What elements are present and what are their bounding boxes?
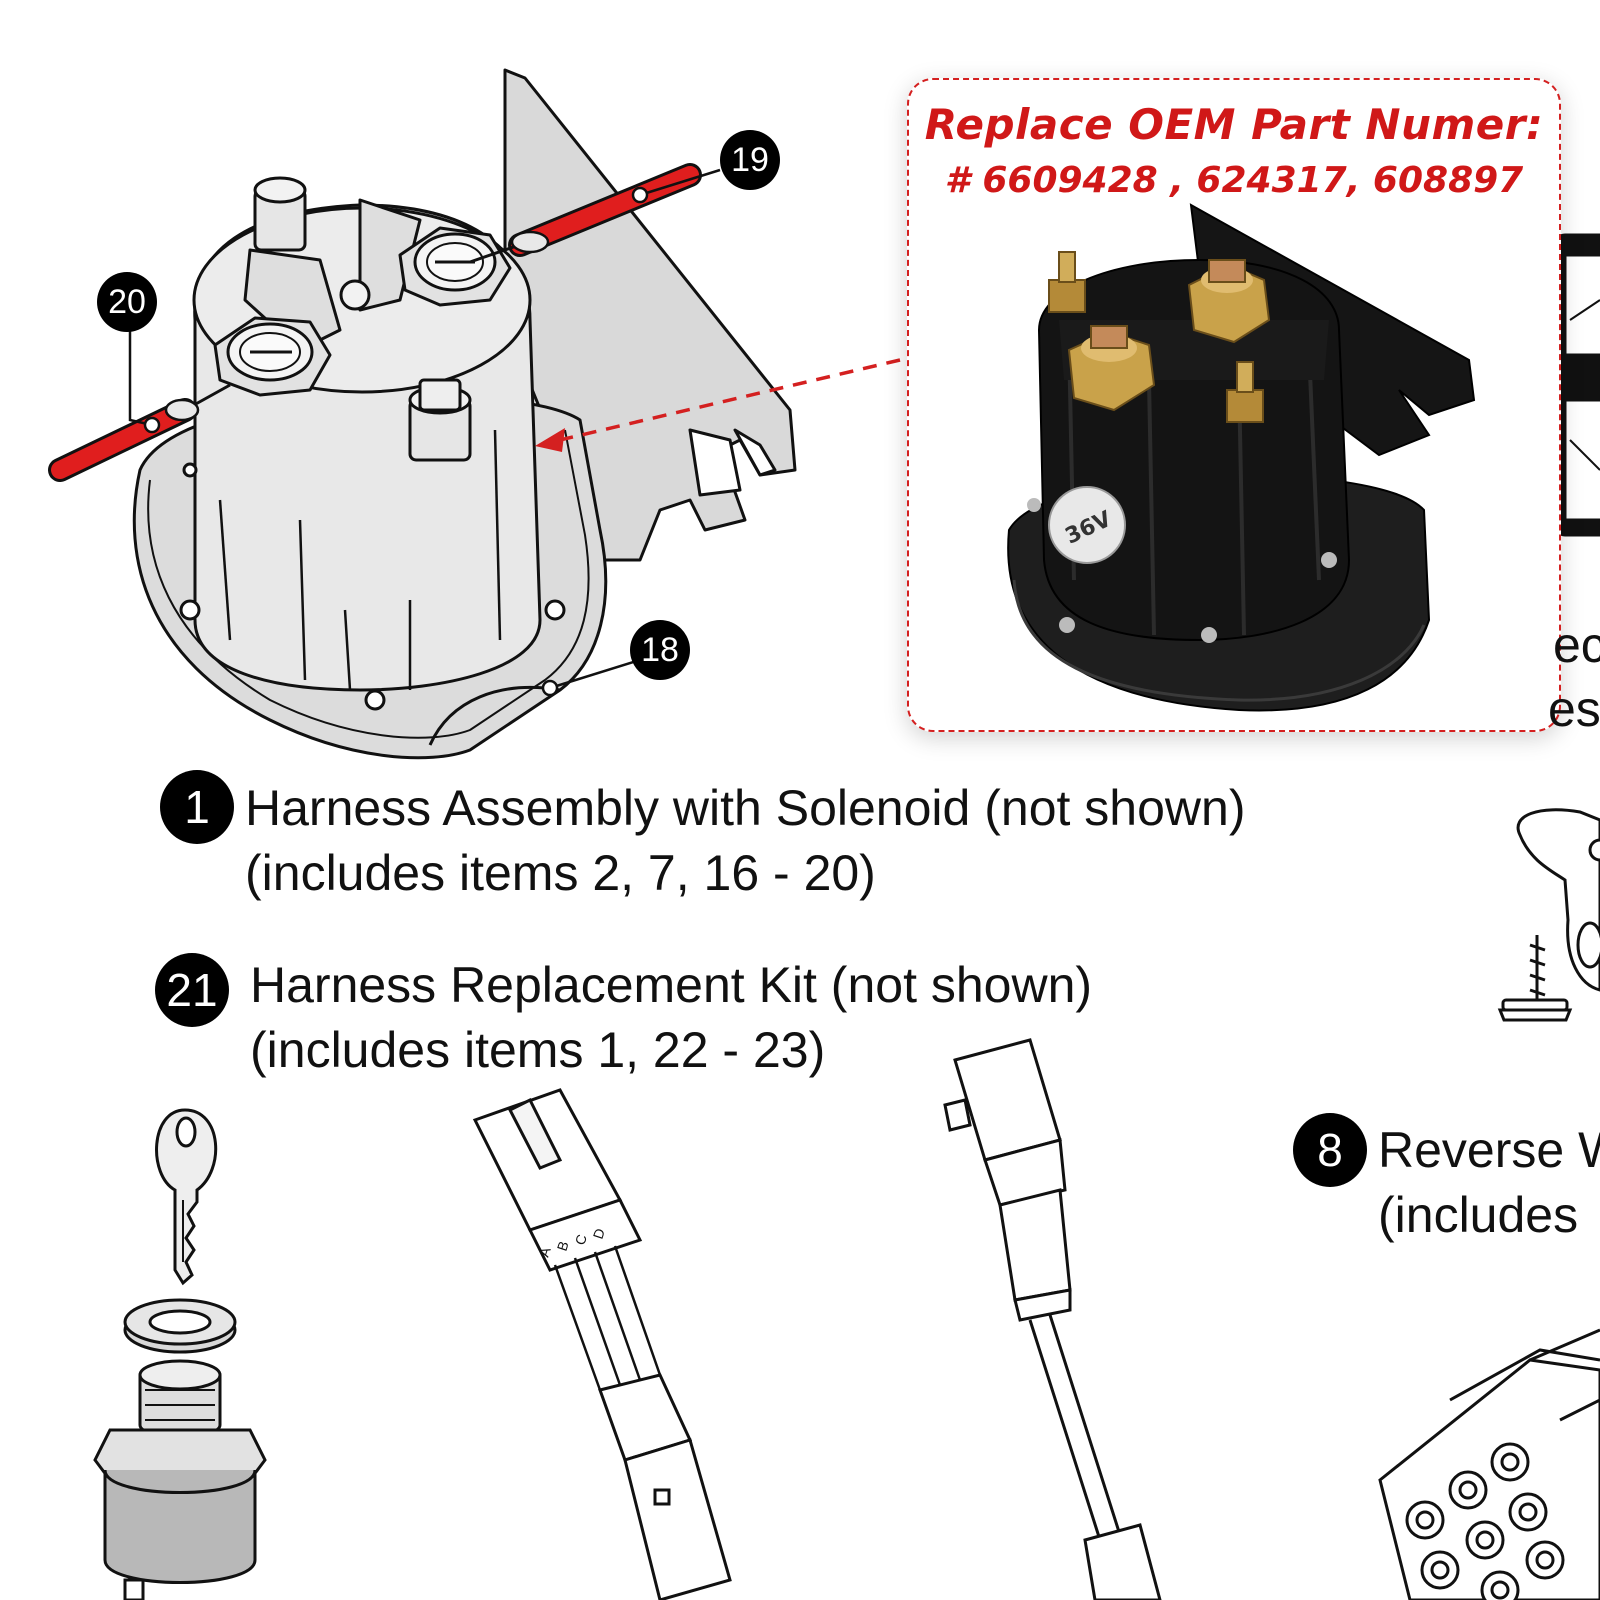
large-terminal-front [1067,325,1156,412]
legend-1-line1: Harness Assembly with Solenoid (not show… [245,780,1246,836]
red-wire-20 [48,383,231,482]
harness-connector-single [943,1038,1162,1600]
small-terminal-right [1226,361,1264,423]
legend-1-line2: (includes items 2, 7, 16 - 20) [245,845,876,901]
reverse-switch-bracket [1497,808,1600,1022]
legend-badge-8: 8 [1293,1113,1367,1187]
large-terminal-top [1187,259,1271,344]
small-terminal-left [1048,251,1086,313]
legend-8-line2: (includes [1378,1187,1579,1243]
oem-replacement-panel: Replace OEM Part Numer: # 6609428 , 6243… [907,78,1561,732]
callout-18: 18 [630,620,690,680]
ignition-key [155,1108,218,1286]
callout-20: 20 [97,272,157,332]
callout-18-label: 18 [641,631,679,669]
oem-title: Replace OEM Part Numer: [924,100,1544,149]
right-edge-icons [1553,233,1600,537]
terminal-nut-upper [398,226,512,307]
terminal-nut-lower [213,316,332,397]
oem-part-numbers: # 6609428 , 624317, 608897 [944,160,1524,201]
legend-badge-1: 1 [160,770,234,844]
red-wire-19 [469,163,702,264]
legend-21-line2: (includes items 1, 22 - 23) [250,1022,826,1078]
pin-d: D [590,1226,608,1241]
callout-19: 19 [720,130,780,190]
legend-21-line1: Harness Replacement Kit (not shown) [250,957,1093,1013]
edge-text-fragment-2: es [1548,681,1600,737]
legend-8-line1: Reverse W [1378,1122,1600,1178]
solenoid-photo: 36V [1007,203,1476,712]
callout-20-label: 20 [108,283,146,321]
solenoid-line-drawing [132,68,797,760]
legend-badge-21: 21 [155,953,229,1027]
edge-text-fragment-1: ec [1553,617,1600,673]
reference-arrow [535,358,901,452]
harness-connector-abcd [472,1088,732,1600]
callout-19-label: 19 [731,141,769,179]
ignition-switch [93,1298,267,1600]
multi-pin-connector [1378,1328,1600,1600]
pin-c: C [572,1232,590,1247]
